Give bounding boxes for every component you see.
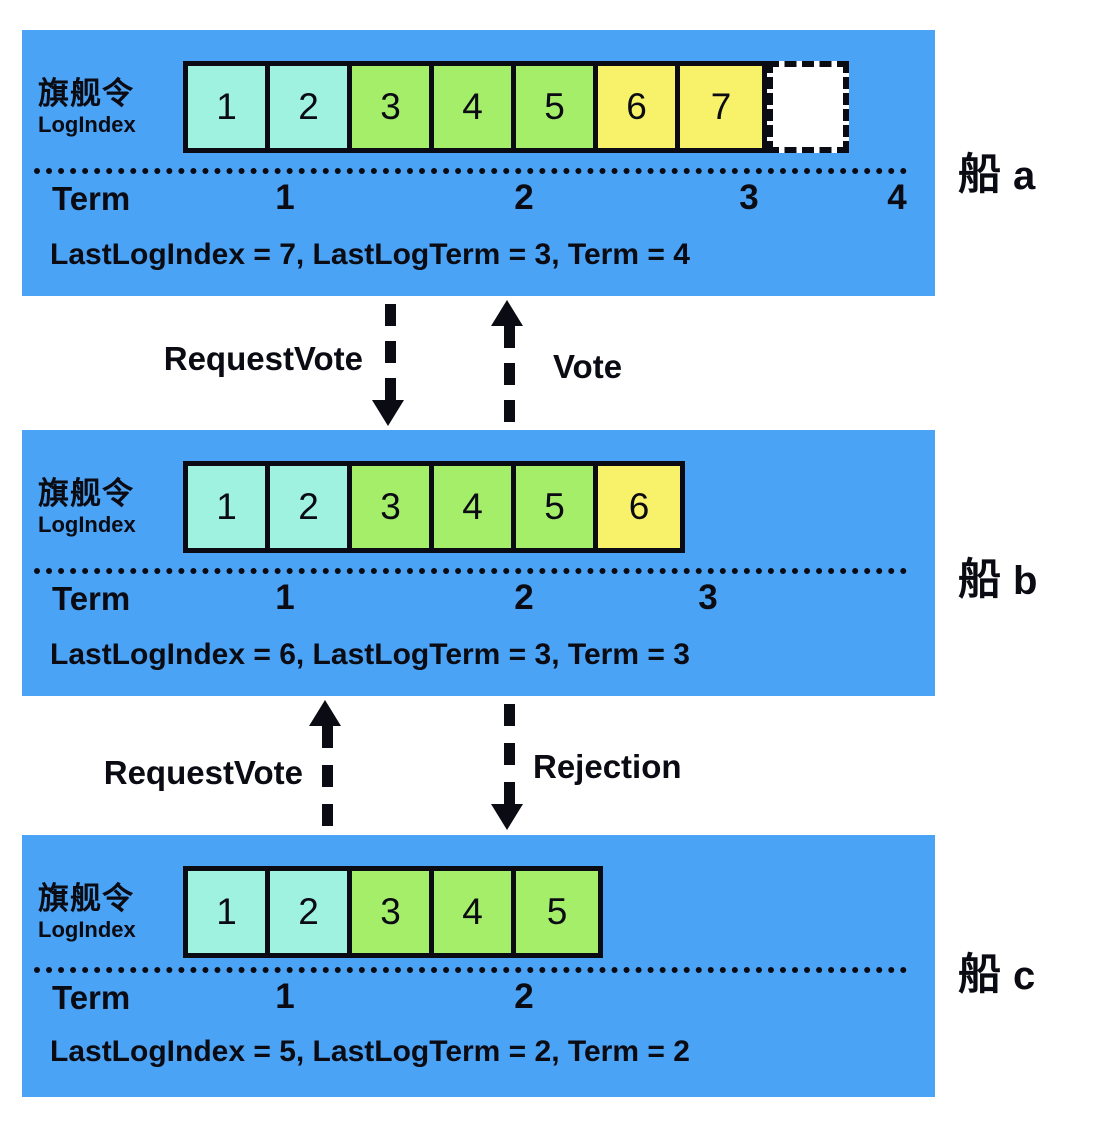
arrow-rejection-b-to-c [491, 704, 523, 830]
log-label-cn-b: 旗舰令 [38, 476, 134, 513]
divider-a [34, 168, 907, 174]
log-cell-a-7: 7 [680, 66, 762, 148]
summary-a: LastLogIndex = 7, LastLogTerm = 3, Term … [50, 238, 690, 271]
log-cell-b-3: 3 [352, 466, 434, 548]
ship-name-id-c: c [1013, 954, 1036, 998]
log-cell-c-1: 1 [188, 871, 270, 953]
arrow-shaft [322, 726, 333, 826]
arrow-request-vote-c-to-b [309, 700, 341, 826]
log-cell-b-1: 1 [188, 466, 270, 548]
term-scale-b: Term 1 2 3 [22, 578, 935, 626]
term-tick-c-2: 2 [514, 977, 534, 1016]
ship-name-cn-c: 船 [958, 950, 1001, 1000]
message-label-vote-b-a: Vote [553, 348, 623, 385]
log-cell-b-2: 2 [270, 466, 352, 548]
arrow-shaft [504, 326, 515, 422]
log-label-en-a: LogIndex [38, 111, 136, 137]
message-label-request-vote-a-b: RequestVote [163, 340, 363, 377]
term-tick-a-1: 1 [275, 178, 295, 217]
log-cell-b-6: 6 [598, 466, 680, 548]
log-index-label-a: 旗舰令 LogIndex [22, 78, 183, 136]
arrow-vote-b-to-a [491, 300, 523, 422]
log-cell-a-1: 1 [188, 66, 270, 148]
log-label-en-b: LogIndex [38, 511, 136, 537]
summary-b: LastLogIndex = 6, LastLogTerm = 3, Term … [50, 638, 690, 671]
arrow-request-vote-a-to-b [372, 304, 404, 426]
log-label-en-c: LogIndex [38, 916, 136, 942]
log-cell-a-3: 3 [352, 66, 434, 148]
arrow-shaft [504, 704, 515, 804]
ship-name-id-a: a [1013, 154, 1036, 198]
log-label-cn-c: 旗舰令 [38, 881, 134, 918]
log-cell-empty-a [767, 61, 849, 153]
log-index-label-b: 旗舰令 LogIndex [22, 478, 183, 536]
arrow-head [491, 300, 523, 326]
term-tick-b-1: 1 [275, 578, 295, 617]
log-cell-c-3: 3 [352, 871, 434, 953]
message-gap-b-c: RequestVote Rejection [0, 696, 1106, 835]
arrow-head [309, 700, 341, 726]
log-cell-b-5: 5 [516, 466, 598, 548]
term-scale-c: Term 1 2 [22, 977, 935, 1025]
message-label-rejection-b-c: Rejection [533, 748, 682, 785]
term-tick-a-3: 3 [739, 178, 759, 217]
term-tick-b-3: 3 [698, 578, 718, 617]
log-cell-b-4: 4 [434, 466, 516, 548]
term-word-a: Term [52, 180, 131, 217]
divider-c [34, 967, 907, 973]
term-tick-a-2: 2 [514, 178, 534, 217]
log-index-label-c: 旗舰令 LogIndex [22, 883, 183, 941]
message-label-request-vote-c-b: RequestVote [103, 754, 303, 791]
divider-b [34, 568, 907, 574]
summary-c: LastLogIndex = 5, LastLogTerm = 2, Term … [50, 1035, 690, 1068]
ship-name-id-b: b [1013, 559, 1038, 603]
log-cell-c-4: 4 [434, 871, 516, 953]
ship-name-cn-a: 船 [958, 150, 1001, 200]
arrow-head [372, 400, 404, 426]
log-cell-a-6: 6 [598, 66, 680, 148]
term-word-c: Term [52, 979, 131, 1016]
log-cell-c-2: 2 [270, 871, 352, 953]
log-label-cn-a: 旗舰令 [38, 76, 134, 113]
log-cell-c-5: 5 [516, 871, 598, 953]
log-cell-a-4: 4 [434, 66, 516, 148]
term-tick-b-2: 2 [514, 578, 534, 617]
message-gap-a-b: RequestVote Vote [0, 296, 1106, 430]
arrow-shaft [385, 304, 396, 400]
term-word-b: Term [52, 580, 131, 617]
arrow-head [491, 804, 523, 830]
term-tick-a-4: 4 [887, 178, 907, 217]
log-cell-a-5: 5 [516, 66, 598, 148]
ship-name-cn-b: 船 [958, 555, 1001, 605]
log-cell-a-2: 2 [270, 66, 352, 148]
term-scale-a: Term 1 2 3 4 [22, 178, 935, 226]
term-tick-c-1: 1 [275, 977, 295, 1016]
